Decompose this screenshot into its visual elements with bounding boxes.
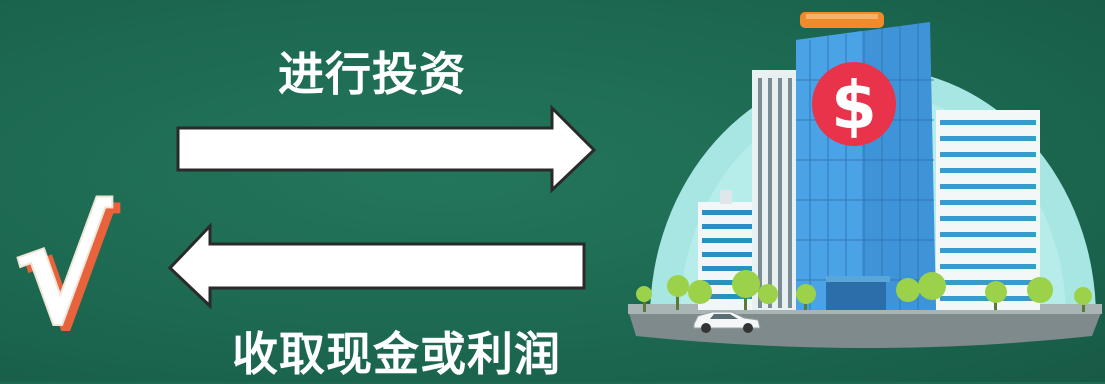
car-icon	[693, 311, 761, 333]
dollar-sign-icon: $	[812, 62, 896, 146]
check-mark: √	[12, 184, 113, 358]
check-mark-icon: √ √	[11, 183, 121, 364]
right-arrow-icon	[176, 104, 597, 194]
check-mark-shadow: √	[20, 190, 121, 364]
building-illustration: $	[628, 12, 1102, 348]
trees	[636, 270, 1092, 312]
left-arrow-icon	[167, 222, 586, 310]
receive-label: 收取现金或利润	[232, 327, 561, 381]
dollar-symbol: $	[831, 67, 877, 144]
invest-label: 进行投资	[278, 47, 466, 101]
entrance	[826, 280, 886, 310]
right-building	[936, 110, 1040, 310]
